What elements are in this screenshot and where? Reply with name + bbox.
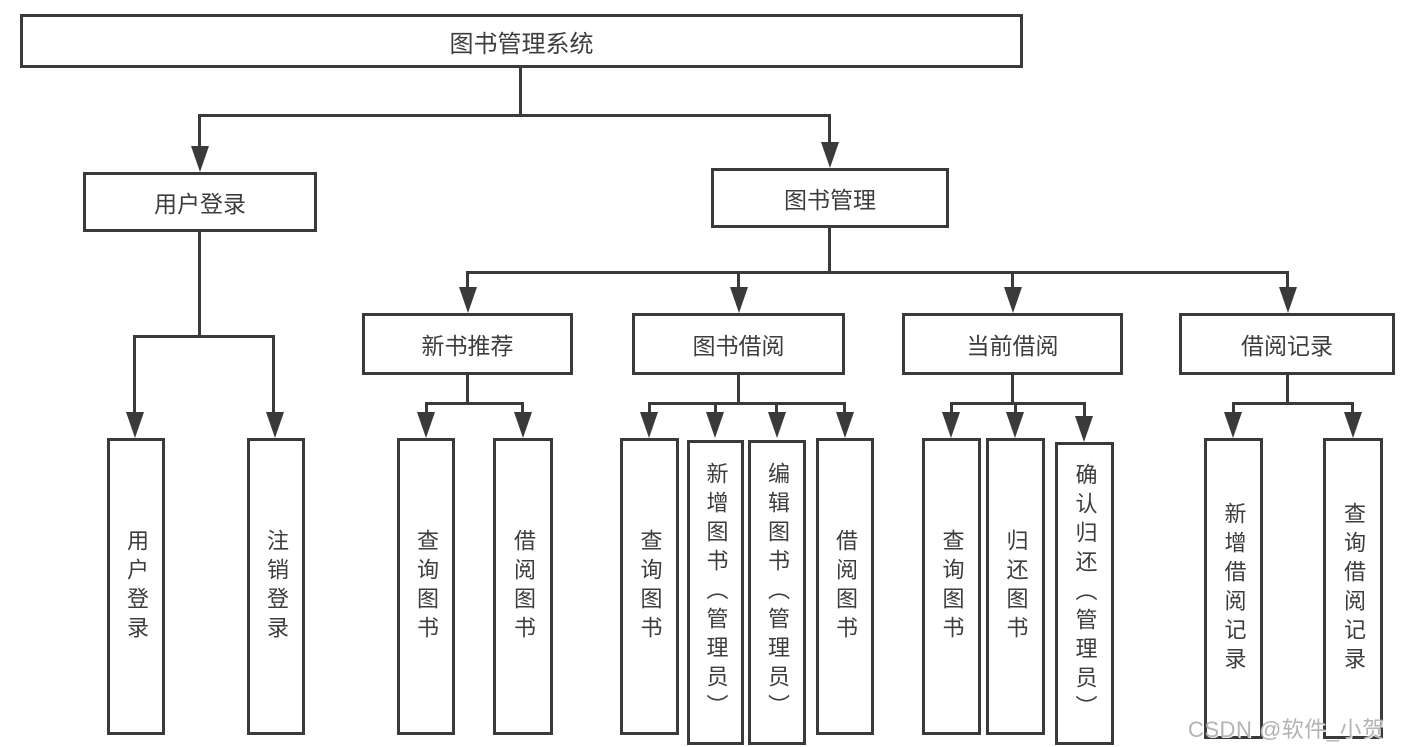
connector-arrowhead (821, 142, 839, 168)
node-label: 用户登录 (154, 191, 246, 217)
connector-line (1351, 402, 1354, 416)
leaf-label: 查询借阅记录 (1341, 501, 1366, 676)
connector-line (519, 68, 522, 117)
leaf-label: 注销登录 (264, 528, 289, 645)
connector-line (648, 402, 651, 416)
connector-line (775, 402, 778, 416)
connector-arrowhead (706, 412, 724, 438)
leaf-label: 归还图书 (1003, 528, 1029, 645)
connector-arrowhead (640, 412, 658, 438)
node-book-borrowing: 图书借阅 (632, 313, 845, 375)
connector-line (272, 335, 275, 415)
connector-line (843, 402, 846, 416)
leaf-borrow-books-recommend: 借阅图书 (493, 438, 553, 735)
connector-line (133, 335, 136, 415)
leaf-label: 新增图书（管理员） (703, 462, 729, 723)
connector-line (1014, 402, 1017, 416)
node-label: 图书借阅 (692, 333, 785, 359)
connector-line (1083, 402, 1086, 418)
node-library-management-system: 图书管理系统 (20, 14, 1023, 68)
connector-arrowhead (459, 287, 477, 313)
leaf-add-borrow-record: 新增借阅记录 (1204, 438, 1263, 739)
leaf-edit-book-admin: 编辑图书（管理员） (748, 440, 806, 745)
connector-line (648, 402, 846, 405)
node-label: 新书推荐 (421, 333, 514, 359)
connector-arrowhead (126, 412, 144, 438)
connector-line (466, 375, 469, 405)
connector-line (950, 402, 1086, 405)
leaf-query-borrow-record: 查询借阅记录 (1323, 438, 1383, 739)
connector-arrowhead (836, 412, 854, 438)
connector-line (1232, 402, 1235, 416)
connector-line (950, 402, 953, 416)
connector-line (737, 271, 740, 291)
connector-arrowhead (730, 287, 748, 313)
connector-line (198, 114, 201, 148)
node-current-borrowing: 当前借阅 (902, 313, 1123, 375)
node-book-management: 图书管理 (711, 168, 949, 228)
connector-arrowhead (1006, 412, 1024, 438)
leaf-return-book: 归还图书 (986, 438, 1045, 735)
csdn-watermark: CSDN @软件_小贺同学 (1188, 717, 1385, 742)
connector-arrowhead (1344, 412, 1362, 438)
leaf-label: 借阅图书 (833, 528, 858, 645)
leaf-label: 查询图书 (637, 528, 663, 645)
leaf-label: 新增借阅记录 (1221, 501, 1247, 676)
connector-arrowhead (514, 412, 532, 438)
connector-arrowhead (1075, 416, 1093, 442)
connector-arrowhead (1224, 412, 1242, 438)
leaf-label: 用户登录 (124, 528, 149, 645)
connector-line (714, 402, 717, 416)
connector-line (1286, 271, 1289, 291)
node-label: 图书管理系统 (449, 30, 594, 58)
leaf-query-books-borrowing: 查询图书 (620, 438, 679, 735)
leaf-add-book-admin: 新增图书（管理员） (687, 440, 744, 745)
leaf-label: 查询图书 (414, 528, 439, 645)
connector-arrowhead (191, 146, 209, 172)
leaf-label: 借阅图书 (511, 528, 536, 645)
leaf-confirm-return-admin: 确认归还（管理员） (1055, 442, 1114, 745)
leaf-query-books-current: 查询图书 (922, 438, 981, 735)
leaf-label: 编辑图书（管理员） (765, 462, 790, 723)
connector-line (828, 114, 831, 144)
connector-line (1011, 271, 1014, 291)
connector-line (425, 402, 524, 405)
leaf-label: 确认归还（管理员） (1072, 463, 1098, 724)
connector-line (198, 232, 201, 338)
leaf-borrow-books-borrowing: 借阅图书 (816, 438, 874, 735)
connector-line (1286, 375, 1289, 405)
connector-line (466, 271, 469, 291)
connector-line (521, 402, 524, 416)
leaf-logout: 注销登录 (247, 438, 305, 735)
connector-line (1011, 375, 1014, 405)
connector-line (198, 114, 831, 117)
connector-arrowhead (1004, 287, 1022, 313)
connector-line (466, 271, 1288, 274)
connector-arrowhead (266, 412, 284, 438)
leaf-user-login: 用户登录 (107, 438, 165, 735)
connector-line (1232, 402, 1354, 405)
node-new-book-recommend: 新书推荐 (362, 313, 573, 375)
connector-arrowhead (1279, 287, 1297, 313)
node-user-login: 用户登录 (83, 172, 317, 232)
node-label: 借阅记录 (1241, 333, 1333, 359)
node-label: 当前借阅 (966, 333, 1059, 359)
connector-line (737, 375, 740, 405)
node-label: 图书管理 (784, 187, 876, 213)
connector-line (828, 228, 831, 274)
connector-line (133, 335, 275, 338)
leaf-query-books-recommend: 查询图书 (397, 438, 455, 735)
connector-arrowhead (768, 412, 786, 438)
leaf-label: 查询图书 (939, 528, 965, 645)
node-borrowing-records: 借阅记录 (1179, 313, 1395, 375)
connector-line (425, 402, 428, 416)
connector-arrowhead (417, 412, 435, 438)
connector-arrowhead (942, 412, 960, 438)
